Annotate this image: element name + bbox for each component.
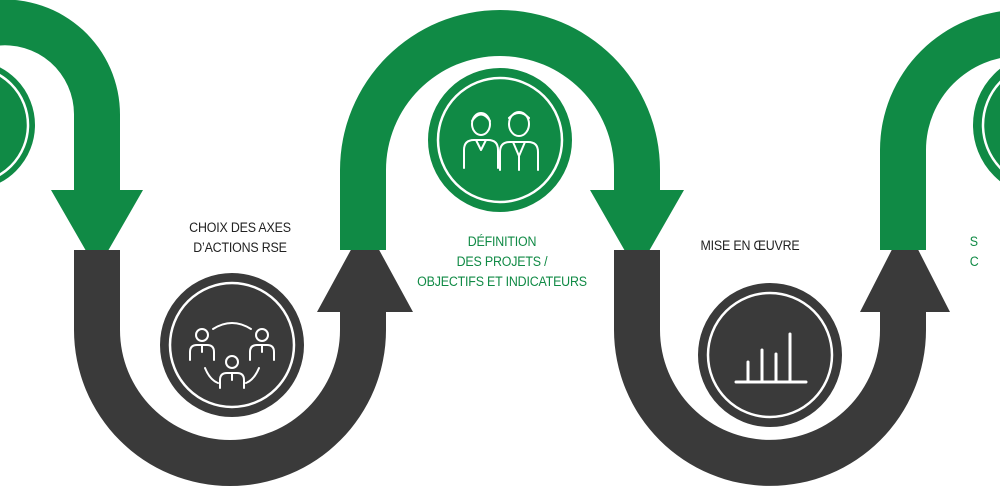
bar-chart-icon	[734, 332, 808, 384]
green-arch-1	[0, 0, 143, 270]
step-1-circle	[0, 60, 41, 190]
step-3-circle	[422, 62, 578, 218]
dark-arch-2	[614, 224, 950, 486]
two-people-icon	[463, 111, 539, 171]
step-2-circle	[154, 267, 310, 423]
step-5-label-line-1: S	[969, 234, 978, 249]
step-3-label-line-1: DÉFINITION	[467, 234, 537, 249]
step-5-label-line-2: C	[969, 254, 979, 269]
step-3-label: DÉFINITION DES PROJETS / OBJECTIFS ET IN…	[405, 232, 598, 292]
step-2-label-line-1: CHOIX DES AXES	[189, 220, 291, 235]
step-5-circle	[967, 61, 1000, 189]
green-arch-2	[340, 10, 684, 272]
step-4-circle	[692, 277, 848, 433]
step-3-label-line-3: OBJECTIFS ET INDICATEURS	[417, 274, 587, 289]
step-3-label-line-2: DES PROJETS /	[456, 254, 548, 269]
green-arch-3	[880, 11, 1000, 250]
step-5-label: S C	[970, 232, 1000, 272]
team-network-icon	[189, 322, 275, 389]
step-2-label: CHOIX DES AXES D’ACTIONS RSE	[139, 218, 341, 258]
step-2-label-line-2: D’ACTIONS RSE	[193, 240, 287, 255]
step-4-label-line-1: MISE EN ŒUVRE	[700, 238, 800, 253]
step-4-label: MISE EN ŒUVRE	[676, 236, 823, 256]
dark-arch-1	[74, 224, 413, 486]
